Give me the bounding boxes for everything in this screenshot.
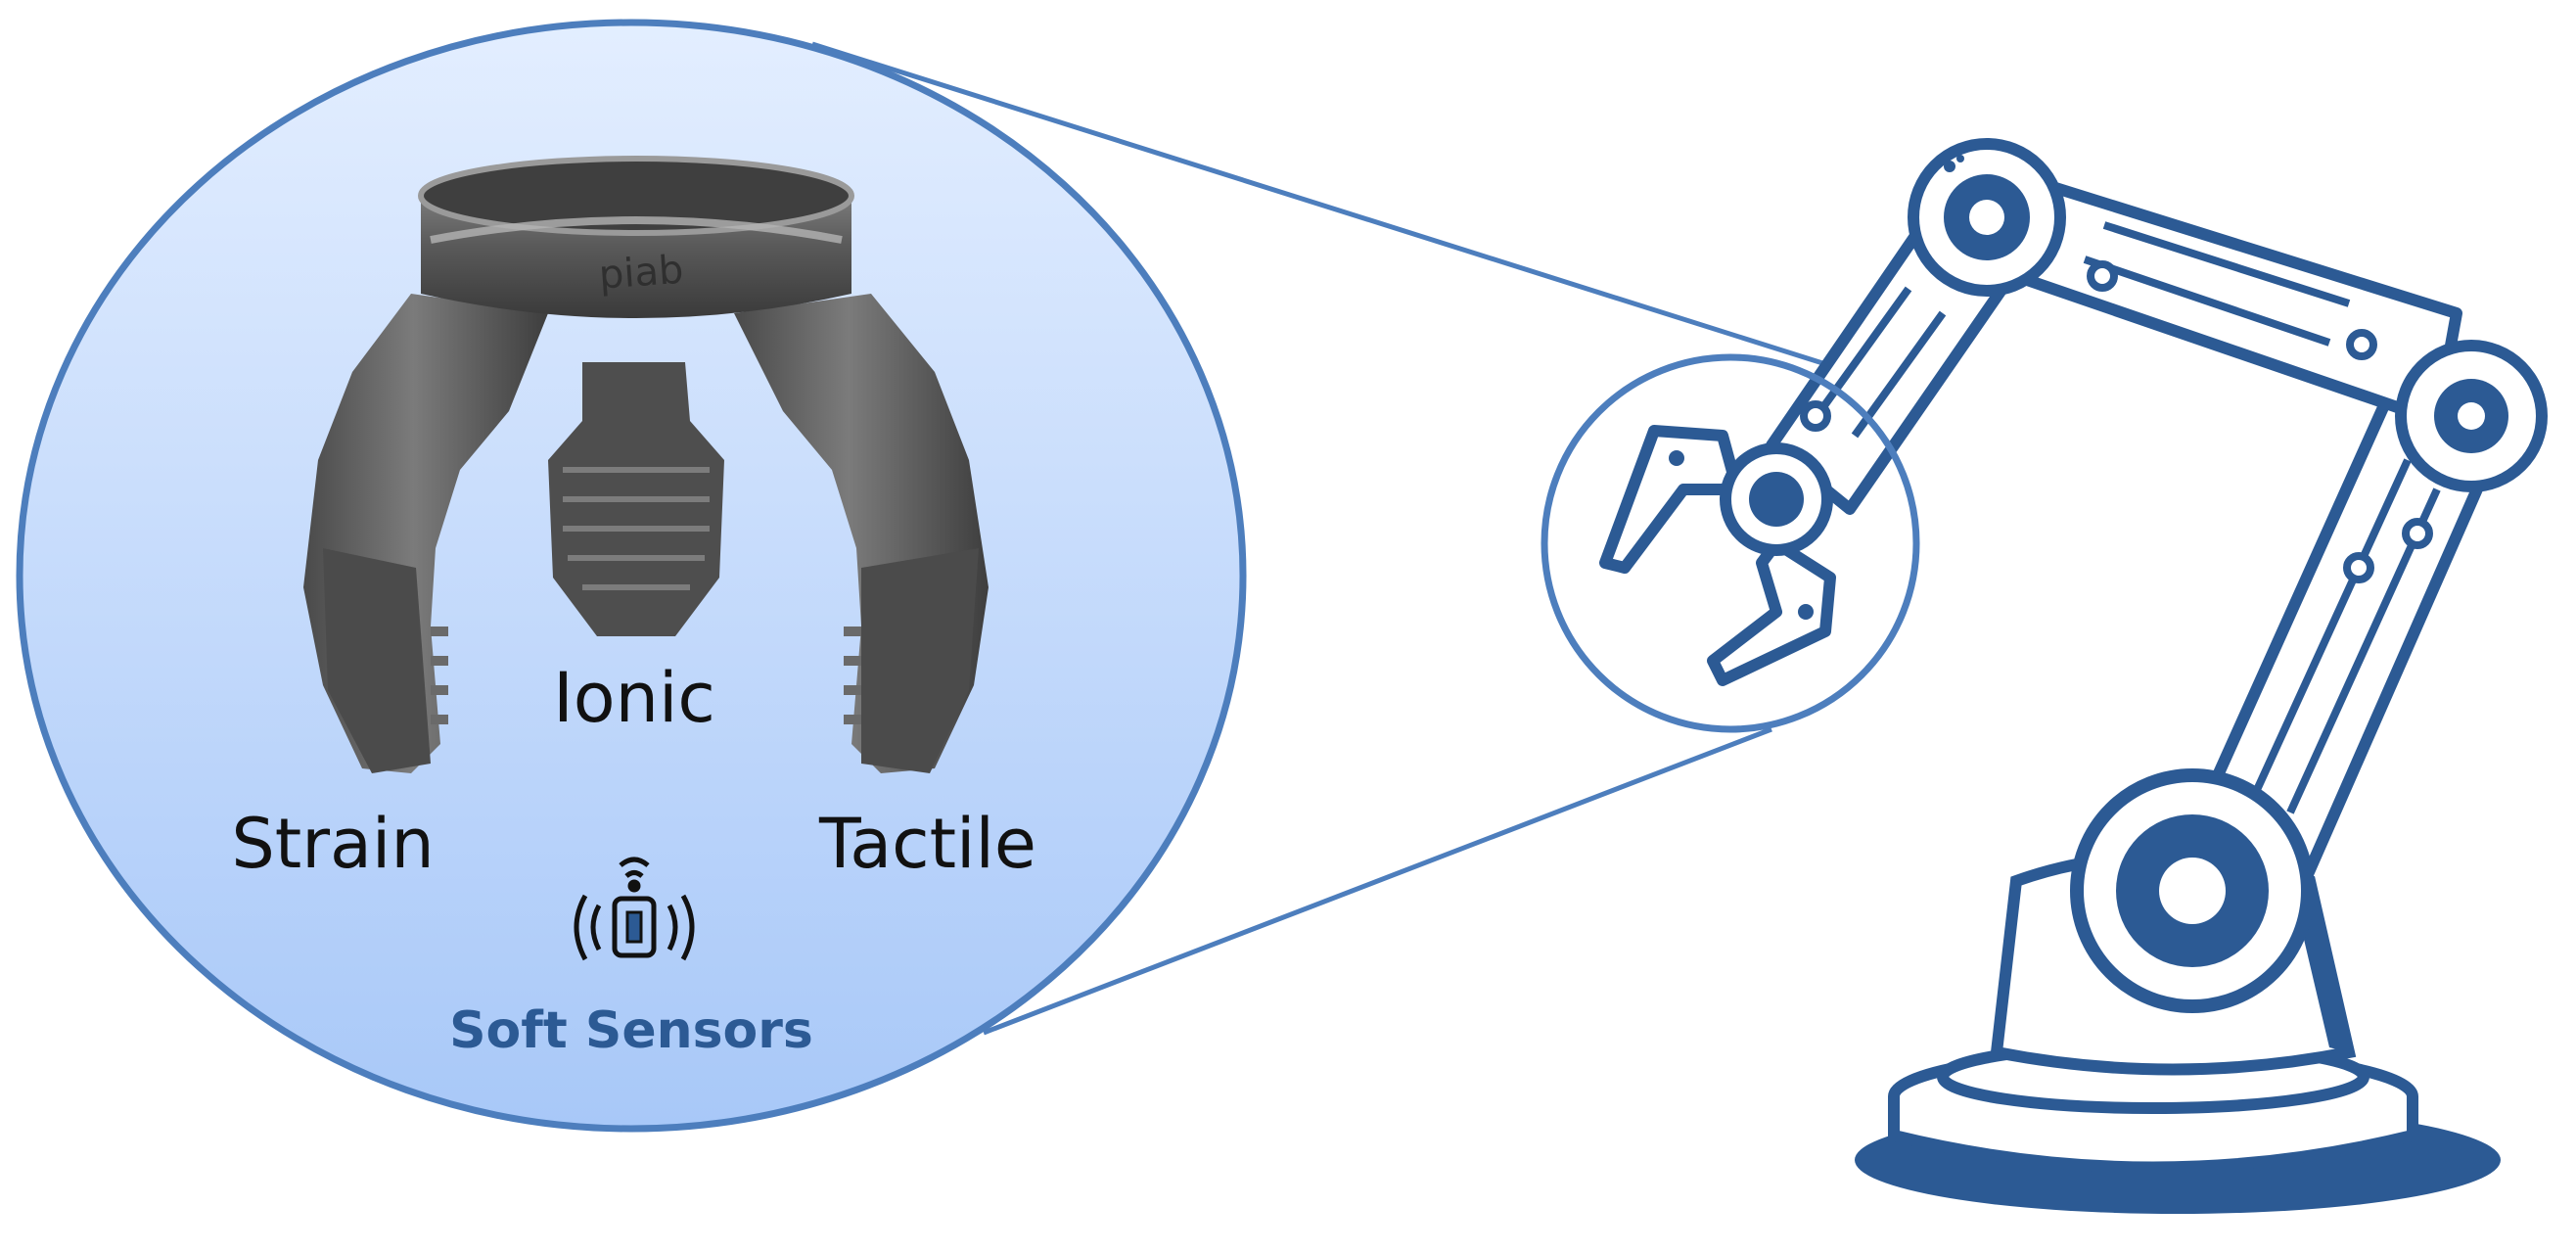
gripper-center-ribs (563, 467, 710, 590)
gripper-brand-mark: piab (597, 248, 684, 299)
robot-upper-arm-bolts (2087, 260, 2377, 360)
robot-gripper-upper-jaw (1599, 425, 1743, 574)
gripper-right-finger-shade (861, 548, 979, 773)
robot-forearm-bolt (1800, 400, 1831, 432)
robot-lower-arm-bolts (2343, 518, 2433, 583)
zoom-connector-lines (811, 41, 1836, 1036)
label-soft-sensors: Soft Sensors (449, 1001, 813, 1060)
gripper-ring-highlight (430, 216, 843, 244)
robot-gripper-upper-bolt (1669, 450, 1684, 466)
robot-wrist-joint (1720, 442, 1833, 556)
zoom-line-top (811, 41, 1836, 370)
label-tactile: Tactile (818, 804, 1036, 884)
sensor-device-body (612, 896, 657, 958)
gripper-ring-top-face (418, 156, 854, 236)
robot-gripper-lower-bolt (1798, 604, 1814, 620)
robot-upper-arm-details (2083, 221, 2351, 347)
gripper-right-teeth (844, 626, 861, 724)
label-ionic: Ionic (553, 658, 715, 738)
sensor-signal-arc-inner (624, 870, 644, 878)
sensor-wave-left-outer (574, 894, 588, 961)
sensor-wave-right-outer (680, 894, 695, 961)
sensor-wave-left-inner (590, 904, 602, 951)
soft-gripper-image: piab (303, 156, 989, 773)
zoom-line-bottom (983, 726, 1772, 1036)
label-strain: Strain (231, 804, 434, 884)
zoom-source-circle (1541, 353, 1920, 733)
robot-shoulder-joint (1908, 138, 2066, 297)
robot-arm-icon (1599, 138, 2548, 1214)
wireless-sensor-icon (574, 857, 695, 961)
sensor-wave-right-inner (667, 904, 678, 951)
robot-elbow-joint (2395, 340, 2548, 492)
gripper-left-teeth (431, 626, 448, 724)
sensor-signal-dot (627, 879, 641, 893)
gripper-left-finger-shade (323, 548, 431, 773)
robot-gripper-lower-jaw (1707, 537, 1836, 686)
sensor-signal-arc-outer (619, 857, 650, 867)
robot-base-joint (2070, 768, 2315, 1013)
sensor-device-core (625, 910, 643, 944)
